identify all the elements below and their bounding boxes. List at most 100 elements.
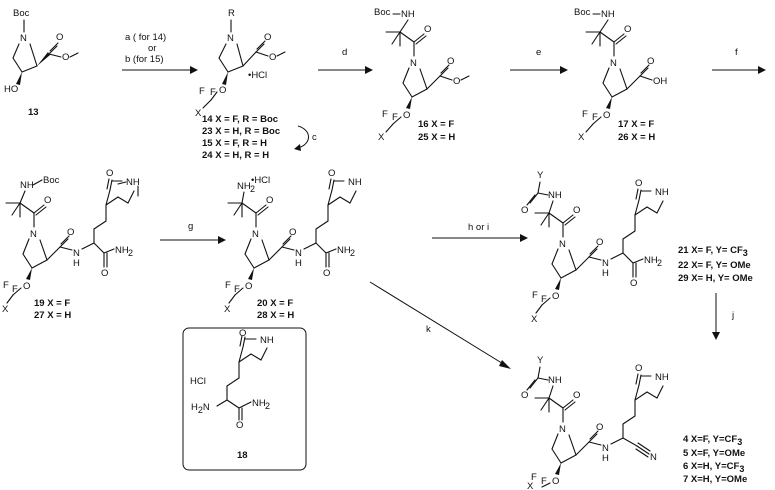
atom-f: F — [532, 290, 538, 301]
atom-nh: NH — [548, 190, 562, 201]
atom-o: O — [289, 227, 296, 238]
atom-o: O — [266, 195, 273, 206]
reagent-or: or — [148, 43, 156, 54]
atom-f: F — [234, 284, 240, 295]
compound-16-structure: Boc NH O N O O O F F X — [374, 7, 470, 143]
atom-nh2-sub: 2 — [250, 184, 255, 194]
atom-nh: NH — [126, 177, 140, 188]
atom-o: O — [403, 110, 410, 121]
atom-o: O — [596, 237, 603, 248]
atom-o: O — [219, 85, 226, 96]
hcl-salt: •HCl — [251, 175, 270, 186]
reagent-f: f — [735, 47, 738, 58]
atom-o: O — [624, 24, 631, 35]
atom-f: F — [582, 109, 588, 120]
compound-14-structure: R N O O •HCl O F F X — [195, 8, 286, 119]
atom-o: O — [447, 56, 454, 67]
arrow-c — [297, 125, 309, 149]
atom-f: F — [392, 112, 398, 123]
reagent-j: j — [731, 310, 734, 321]
atom-o: O — [552, 476, 559, 487]
atom-y: Y — [537, 170, 544, 181]
reagent-h-or-i: h or i — [468, 222, 489, 233]
compound-18-structure: O NH O NH 2 H2N HCl — [190, 328, 274, 431]
atom-n-h: H — [602, 453, 609, 464]
atom-x: X — [224, 304, 231, 315]
atom-n: N — [252, 229, 259, 240]
atom-nh2: NH — [115, 245, 129, 256]
atom-f: F — [541, 476, 547, 487]
atom-n: N — [602, 258, 609, 269]
atom-o: O — [62, 52, 69, 63]
compound-label-23: 23 X = H, R = Boc — [202, 126, 280, 137]
atom-nh2: NH — [252, 398, 266, 409]
atom-x: X — [527, 481, 534, 490]
atom-nh2-sub: 2 — [265, 401, 270, 411]
atom-x: X — [531, 314, 538, 325]
compound-label-13: 13 — [28, 107, 39, 118]
reagent-c: c — [312, 132, 317, 143]
atom-f: F — [225, 280, 231, 291]
compound-19-structure: NH Boc O N O N H O NH — [2, 168, 140, 315]
atom-o: O — [101, 268, 108, 279]
compound-label-6: 6 X=H, Y=CF3 — [683, 461, 744, 474]
compound-label-25: 25 X = H — [418, 132, 455, 143]
atom-x: X — [2, 304, 9, 315]
compound-label-18: 18 — [237, 450, 248, 461]
atom-y: Y — [537, 355, 544, 366]
compound-label-29: 29 X= H, Y= OMe — [678, 273, 753, 284]
atom-n-h: H — [602, 268, 609, 279]
atom-o: O — [603, 110, 610, 121]
atom-o: O — [635, 363, 642, 374]
atom-h2n: H2N — [191, 402, 210, 415]
atom-nh: NH — [655, 187, 669, 198]
atom-o: O — [106, 168, 113, 179]
atom-x: X — [578, 132, 585, 143]
compound-label-5: 5 X=F, Y=OMe — [683, 448, 745, 459]
atom-f: F — [531, 472, 537, 483]
reagent-a: a ( for 14) — [125, 32, 166, 43]
atom-f: F — [382, 109, 388, 120]
compound-label-19: 19 X = F — [34, 298, 70, 309]
atom-o: O — [56, 32, 63, 43]
compound-13-structure: Boc N O O HO — [4, 8, 79, 95]
atom-n-nitrile: N — [650, 452, 657, 463]
atom-o: O — [44, 195, 51, 206]
atom-o: O — [269, 52, 276, 63]
compound-4-structure: Y O NH O N O N H O — [521, 355, 669, 490]
atom-x: X — [195, 108, 202, 119]
reagent-d: d — [342, 47, 347, 58]
atom-o: O — [635, 178, 642, 189]
compound-label-14: 14 X = F, R = Boc — [202, 114, 278, 125]
atom-o: O — [323, 268, 330, 279]
atom-n: N — [410, 58, 417, 69]
atom-o: O — [596, 422, 603, 433]
atom-nh2: NH — [337, 245, 351, 256]
atom-x: X — [378, 132, 385, 143]
atom-o: O — [328, 168, 335, 179]
atom-nh2-sub: 2 — [128, 248, 133, 258]
atom-boc: Boc — [43, 175, 60, 186]
atom-n: N — [227, 33, 234, 44]
atom-nh: NH — [548, 375, 562, 386]
atom-n: N — [559, 239, 566, 250]
atom-o: O — [264, 32, 271, 43]
atom-n: N — [559, 424, 566, 435]
reagent-e: e — [536, 47, 541, 58]
compound-17-structure: Boc NH O N O OH O F F X — [574, 7, 667, 143]
atom-n: N — [610, 58, 617, 69]
compound-label-26: 26 X = H — [618, 132, 655, 143]
atom-nh2-sub: 2 — [350, 248, 355, 258]
atom-f: F — [12, 284, 18, 295]
atom-n-h: H — [295, 258, 302, 269]
compound-label-16: 16 X = F — [418, 119, 454, 130]
atom-ho: HO — [4, 84, 18, 95]
atom-o: O — [647, 56, 654, 67]
reagent-b: b (for 15) — [125, 54, 164, 65]
atom-o: O — [453, 76, 460, 87]
atom-n: N — [30, 229, 37, 240]
atom-nh: NH — [655, 372, 669, 383]
atom-o: O — [23, 281, 30, 292]
